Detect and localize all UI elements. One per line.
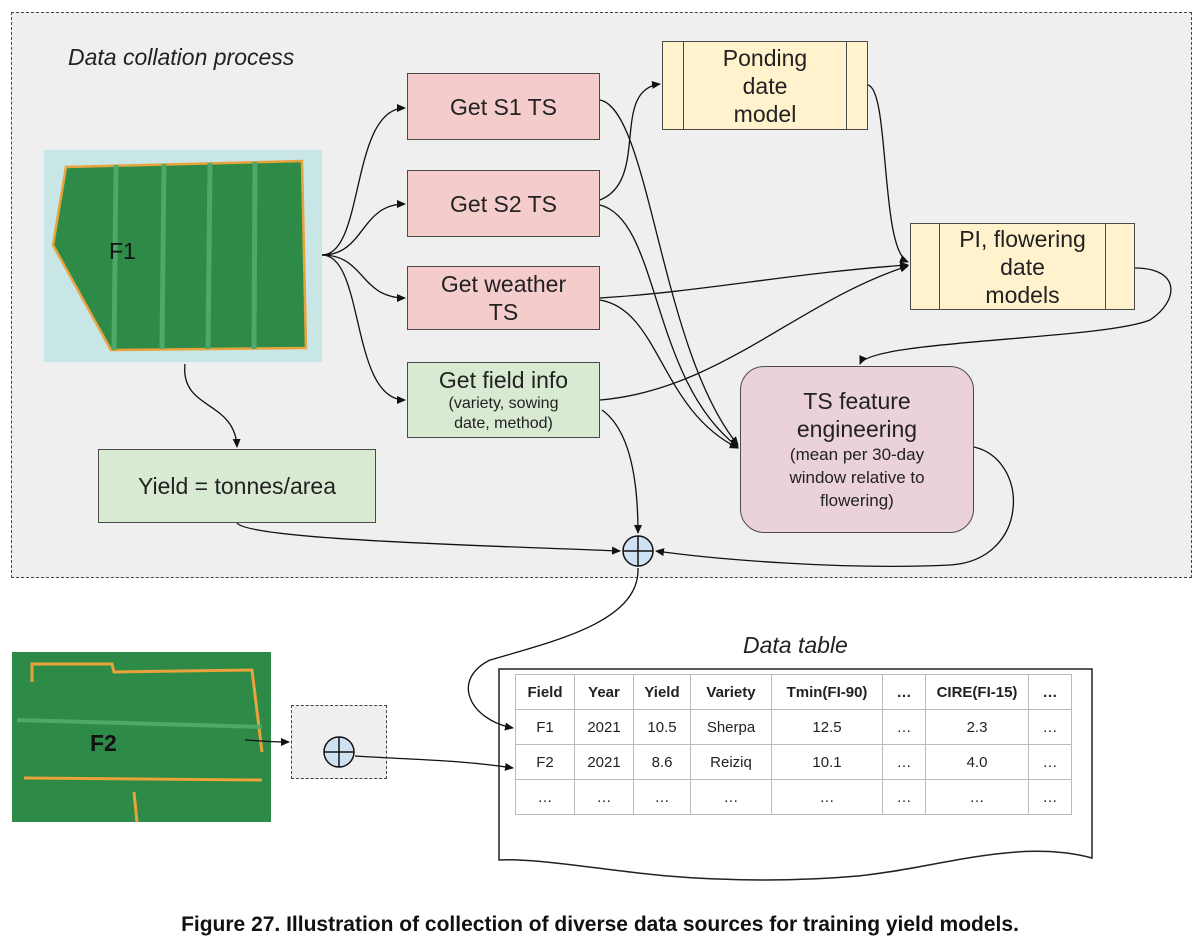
feature-title-2: engineering bbox=[796, 416, 918, 442]
field-f2-label: F2 bbox=[90, 730, 117, 756]
satellite-field-icon bbox=[12, 652, 271, 823]
table-cell: … bbox=[925, 779, 1029, 815]
ponding-model-box: Ponding date model bbox=[662, 41, 868, 130]
table-cell: 2021 bbox=[574, 709, 634, 745]
table-cell: … bbox=[882, 779, 926, 815]
table-cell: Sherpa bbox=[690, 709, 772, 745]
table-cell: … bbox=[1028, 779, 1072, 815]
yield-label: Yield = tonnes/area bbox=[138, 473, 336, 499]
figure-caption: Figure 27. Illustration of collection of… bbox=[181, 913, 1019, 936]
table-cell: 10.5 bbox=[633, 709, 691, 745]
get-field-info-title: Get field info bbox=[438, 367, 569, 393]
get-weather-box: Get weather TS bbox=[407, 266, 600, 330]
feature-detail-3: flowering) bbox=[820, 491, 894, 510]
table-cell: 2.3 bbox=[925, 709, 1029, 745]
table-cell: … bbox=[1028, 709, 1072, 745]
table-cell: … bbox=[574, 779, 634, 815]
process-bar-right bbox=[1105, 224, 1106, 309]
yield-box: Yield = tonnes/area bbox=[98, 449, 376, 523]
get-weather-line-1: Get weather bbox=[440, 271, 567, 297]
table-cell: … bbox=[633, 779, 691, 815]
get-field-info-detail-1: (variety, sowing bbox=[448, 395, 559, 412]
get-field-info-box: Get field info (variety, sowing date, me… bbox=[407, 362, 600, 438]
table-cell: … bbox=[882, 709, 926, 745]
get-s2-label: Get S2 TS bbox=[450, 190, 557, 217]
feature-title-1: TS feature bbox=[803, 388, 911, 414]
table-cell: 2021 bbox=[574, 744, 634, 780]
table-cell: … bbox=[515, 779, 575, 815]
flowering-models-box: PI, flowering date models bbox=[910, 223, 1135, 310]
table-row: F2 2021 8.6 Reiziq 10.1 … 4.0 … bbox=[515, 744, 1072, 780]
field-f2-image: F2 bbox=[12, 652, 271, 823]
table-cell: 10.1 bbox=[771, 744, 883, 780]
table-row: … … … … … … … … bbox=[515, 779, 1072, 815]
flowering-line-2: date bbox=[1000, 253, 1045, 280]
flowering-line-1: PI, flowering bbox=[959, 225, 1086, 252]
table-header-cell: … bbox=[1028, 674, 1072, 710]
ponding-line-2: date bbox=[742, 72, 788, 99]
ponding-line-3: model bbox=[733, 100, 797, 127]
table-cell: … bbox=[882, 744, 926, 780]
table-cell: F1 bbox=[515, 709, 575, 745]
field-f1-label: F1 bbox=[109, 238, 136, 264]
flowering-line-3: models bbox=[985, 281, 1060, 308]
merge-frame bbox=[291, 705, 387, 779]
table-header-cell: Year bbox=[574, 674, 634, 710]
table-header-row: Field Year Yield Variety Tmin(FI-90) … C… bbox=[515, 674, 1072, 710]
get-weather-line-2: TS bbox=[488, 299, 519, 325]
field-f1-image: F1 bbox=[44, 150, 322, 362]
feature-engineering-box: TS feature engineering (mean per 30-day … bbox=[740, 366, 974, 533]
get-field-info-detail-2: date, method) bbox=[454, 415, 553, 432]
table-header-cell: Yield bbox=[633, 674, 691, 710]
get-s1-box: Get S1 TS bbox=[407, 73, 600, 140]
process-bar-right bbox=[846, 42, 847, 129]
table-cell: 4.0 bbox=[925, 744, 1029, 780]
get-s2-box: Get S2 TS bbox=[407, 170, 600, 237]
table-header-cell: CIRE(FI-15) bbox=[925, 674, 1029, 710]
table-cell: 12.5 bbox=[771, 709, 883, 745]
table-cell: F2 bbox=[515, 744, 575, 780]
table-header-cell: Variety bbox=[690, 674, 772, 710]
process-bar-left bbox=[683, 42, 684, 129]
feature-detail-2: window relative to bbox=[789, 468, 925, 487]
table-row: F1 2021 10.5 Sherpa 12.5 … 2.3 … bbox=[515, 709, 1072, 745]
table-cell: … bbox=[771, 779, 883, 815]
collation-title: Data collation process bbox=[68, 44, 295, 70]
feature-detail-1: (mean per 30-day bbox=[789, 445, 925, 464]
table-cell: 8.6 bbox=[633, 744, 691, 780]
table-cell: … bbox=[1028, 744, 1072, 780]
process-bar-left bbox=[939, 224, 940, 309]
table-header-cell: … bbox=[882, 674, 926, 710]
data-table: Field Year Yield Variety Tmin(FI-90) … C… bbox=[515, 674, 1072, 815]
satellite-field-icon bbox=[51, 159, 308, 352]
table-header-cell: Tmin(FI-90) bbox=[771, 674, 883, 710]
table-cell: … bbox=[690, 779, 772, 815]
ponding-line-1: Ponding bbox=[722, 44, 808, 71]
table-cell: Reiziq bbox=[690, 744, 772, 780]
data-table-title: Data table bbox=[743, 632, 848, 658]
table-header-cell: Field bbox=[515, 674, 575, 710]
get-s1-label: Get S1 TS bbox=[450, 93, 557, 120]
